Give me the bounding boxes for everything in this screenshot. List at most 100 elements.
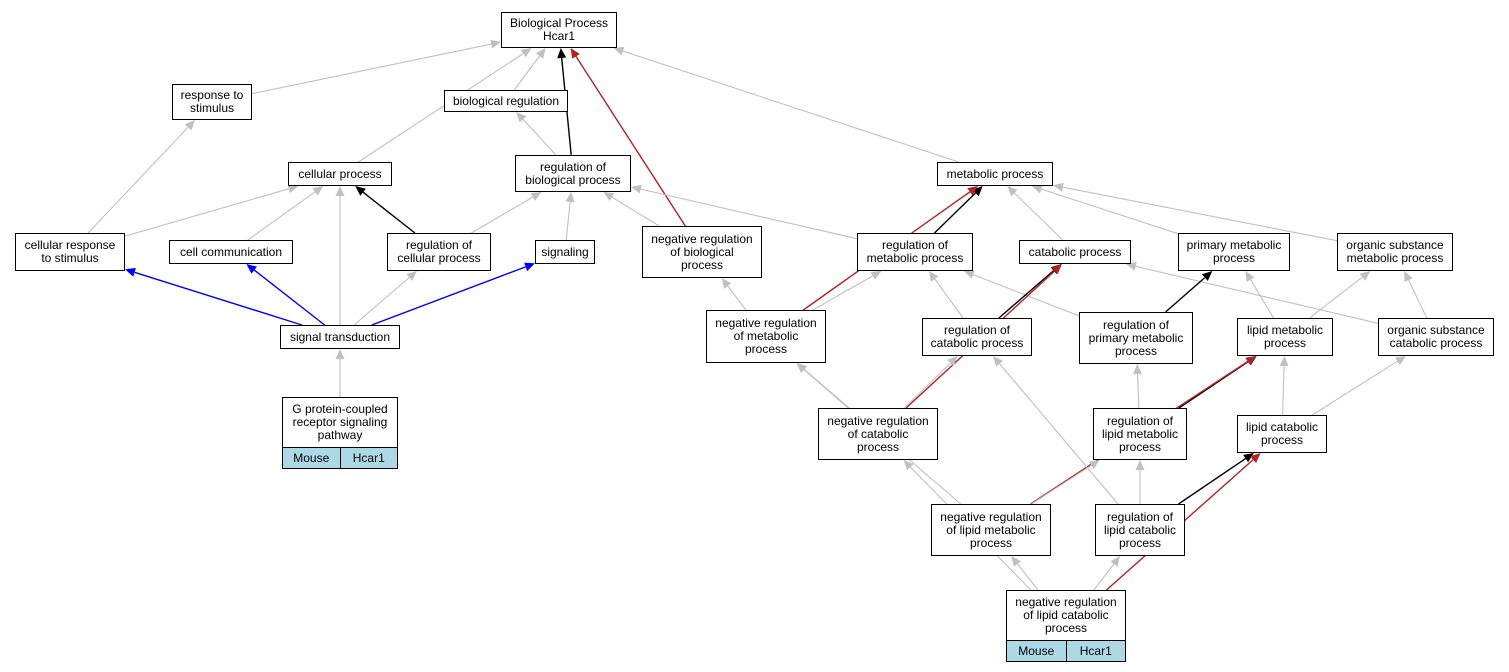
- go-term-label: lipid catabolic process: [1245, 420, 1319, 447]
- edge-cellresp-to-resp: [87, 126, 189, 234]
- edge-arrowhead: [903, 460, 914, 471]
- edge-regbio-to-bioreg: [522, 118, 557, 156]
- go-term-node-negregbio[interactable]: negative regulation of biological proces…: [642, 226, 762, 278]
- edge-arrowhead: [335, 186, 345, 196]
- go-term-label: negative regulation of metabolic process: [715, 316, 817, 356]
- edge-arrowhead: [796, 363, 808, 373]
- go-term-label: Biological Process Hcar1: [509, 16, 609, 43]
- edge-signaling-to-regbio: [565, 201, 571, 241]
- edge-sigtrans-to-cellresp: [134, 271, 303, 326]
- go-term-node-bp[interactable]: Biological Process Hcar1: [501, 12, 617, 48]
- edge-arrowhead: [947, 356, 958, 367]
- go-term-label: catabolic process: [1028, 244, 1122, 259]
- edge-orgsubmetab-to-metab: [1062, 186, 1338, 242]
- edge-negreglipidmetab-to-reglipidmetab: [1031, 464, 1092, 505]
- go-term-label: organic substance metabolic process: [1346, 238, 1444, 265]
- edge-negregmetab-to-regmetab: [812, 275, 874, 311]
- edge-arrowhead: [570, 48, 580, 59]
- edge-regcell-to-cellproc: [362, 191, 416, 234]
- edge-primmetab-to-metab: [1041, 188, 1179, 235]
- edge-arrowhead: [1031, 184, 1043, 194]
- edge-sigtrans-to-signaling: [371, 266, 526, 326]
- go-term-node-reglipidmetab[interactable]: regulation of lipid metabolic process: [1093, 408, 1187, 460]
- go-term-label: regulation of biological process: [525, 159, 621, 187]
- edge-sigtrans-to-cellcomm: [253, 269, 326, 326]
- edge-arrowhead: [516, 112, 527, 123]
- edge-negregbio-to-bp: [575, 56, 686, 227]
- edge-lipidmetab-to-primmetab: [1250, 279, 1275, 319]
- go-term-node-orgsubcatab[interactable]: organic substance catabolic process: [1378, 318, 1494, 356]
- go-term-label: G protein-coupled receptor signaling pat…: [292, 402, 388, 442]
- go-term-label: regulation of metabolic process: [866, 238, 964, 265]
- go-term-label: lipid metabolic process: [1246, 323, 1324, 350]
- edge-bioreg-to-bp: [513, 55, 541, 91]
- edge-negregcatab-to-regcatab: [904, 362, 951, 409]
- edge-lipidcatab-to-orgsubcatab: [1311, 360, 1398, 416]
- edge-regcell-to-regbio: [471, 196, 534, 234]
- edge-resp-to-bp: [251, 43, 492, 95]
- go-term-node-sigtrans[interactable]: signal transduction: [280, 325, 400, 349]
- go-term-label: organic substance catabolic process: [1387, 323, 1485, 350]
- go-term-label: response to stimulus: [180, 88, 244, 115]
- edge-reglipidcatab-to-lipidcatab: [1178, 458, 1246, 505]
- go-term-node-regcatab[interactable]: regulation of catabolic process: [922, 318, 1032, 356]
- go-term-node-primmetab[interactable]: primary metabolic process: [1178, 233, 1290, 271]
- edge-arrowhead: [125, 268, 136, 277]
- edge-arrowhead: [1279, 356, 1289, 367]
- edge-orgsubcatab-to-orgsubmetab: [1408, 279, 1428, 319]
- edge-arrowhead: [1126, 261, 1137, 271]
- go-term-label: negative regulation of biological proces…: [651, 231, 753, 272]
- go-term-label: cellular response to stimulus: [24, 238, 116, 265]
- go-term-node-cellresp[interactable]: cellular response to stimulus: [15, 233, 125, 271]
- edge-sigtrans-to-regcell: [353, 277, 410, 326]
- edge-arrowhead: [246, 264, 257, 274]
- edge-arrowhead: [1053, 182, 1064, 192]
- edge-negregbio-to-regbio: [611, 196, 660, 227]
- go-term-node-gpcr[interactable]: G protein-coupled receptor signaling pat…: [282, 397, 398, 469]
- edge-metab-to-bp: [622, 50, 959, 163]
- go-term-node-metab[interactable]: metabolic process: [937, 162, 1053, 186]
- edge-arrowhead: [312, 186, 324, 196]
- go-term-node-lipidmetab[interactable]: lipid metabolic process: [1237, 318, 1333, 356]
- edge-regcatab-to-regmetab: [934, 278, 964, 319]
- go-term-label: signaling: [541, 244, 589, 259]
- go-term-node-resp[interactable]: response to stimulus: [172, 84, 252, 120]
- go-term-node-signaling[interactable]: signaling: [535, 240, 595, 264]
- go-term-label: metabolic process: [946, 166, 1044, 181]
- go-term-node-cellproc[interactable]: cellular process: [288, 162, 392, 186]
- go-term-label: primary metabolic process: [1186, 238, 1282, 265]
- go-term-node-catab[interactable]: catabolic process: [1019, 240, 1131, 264]
- go-term-node-lipidcatab[interactable]: lipid catabolic process: [1237, 415, 1327, 453]
- go-term-node-regmetab[interactable]: regulation of metabolic process: [857, 233, 973, 271]
- edge-arrowhead: [963, 270, 975, 279]
- go-term-label: negative regulation of catabolic process: [827, 413, 929, 454]
- edge-catab-to-metab: [1014, 192, 1064, 241]
- edge-lipidcatab-to-lipidmetab: [1282, 365, 1285, 416]
- edge-reglipidcatab-to-regcatab: [999, 363, 1119, 505]
- go-term-label: cellular process: [298, 166, 382, 181]
- go-term-node-negregcatab[interactable]: negative regulation of catabolic process: [818, 408, 938, 460]
- go-term-node-orgsubmetab[interactable]: organic substance metabolic process: [1337, 233, 1453, 271]
- edge-orgsubcatab-to-catab: [1135, 265, 1379, 324]
- edge-arrowhead: [613, 46, 625, 56]
- edge-arrowhead: [870, 271, 882, 280]
- go-term-node-cellcomm[interactable]: cell communication: [169, 240, 293, 264]
- go-term-node-regcell[interactable]: regulation of cellular process: [387, 233, 491, 271]
- go-term-node-regbio[interactable]: regulation of biological process: [515, 155, 631, 192]
- edge-arrowhead: [1250, 453, 1261, 463]
- edge-arrowhead: [967, 186, 979, 196]
- go-term-label: regulation of catabolic process: [930, 323, 1024, 350]
- go-term-node-bioreg[interactable]: biological regulation: [444, 90, 568, 112]
- go-term-node-regprim[interactable]: regulation of primary metabolic process: [1079, 312, 1193, 364]
- go-term-node-negreglipidcatab[interactable]: negative regulation of lipid catabolic p…: [1006, 590, 1126, 662]
- edge-cellproc-to-bp: [357, 53, 524, 163]
- edge-regcatab-to-catab: [998, 270, 1055, 319]
- go-term-node-reglipidcatab[interactable]: regulation of lipid catabolic process: [1095, 504, 1185, 556]
- go-term-node-negreglipidmetab[interactable]: negative regulation of lipid metabolic p…: [931, 504, 1051, 556]
- edge-arrowhead: [1007, 186, 1018, 197]
- edge-arrowhead: [721, 278, 732, 289]
- go-term-node-negregmetab[interactable]: negative regulation of metabolic process: [706, 310, 826, 363]
- species-tag: Mouse: [283, 448, 340, 468]
